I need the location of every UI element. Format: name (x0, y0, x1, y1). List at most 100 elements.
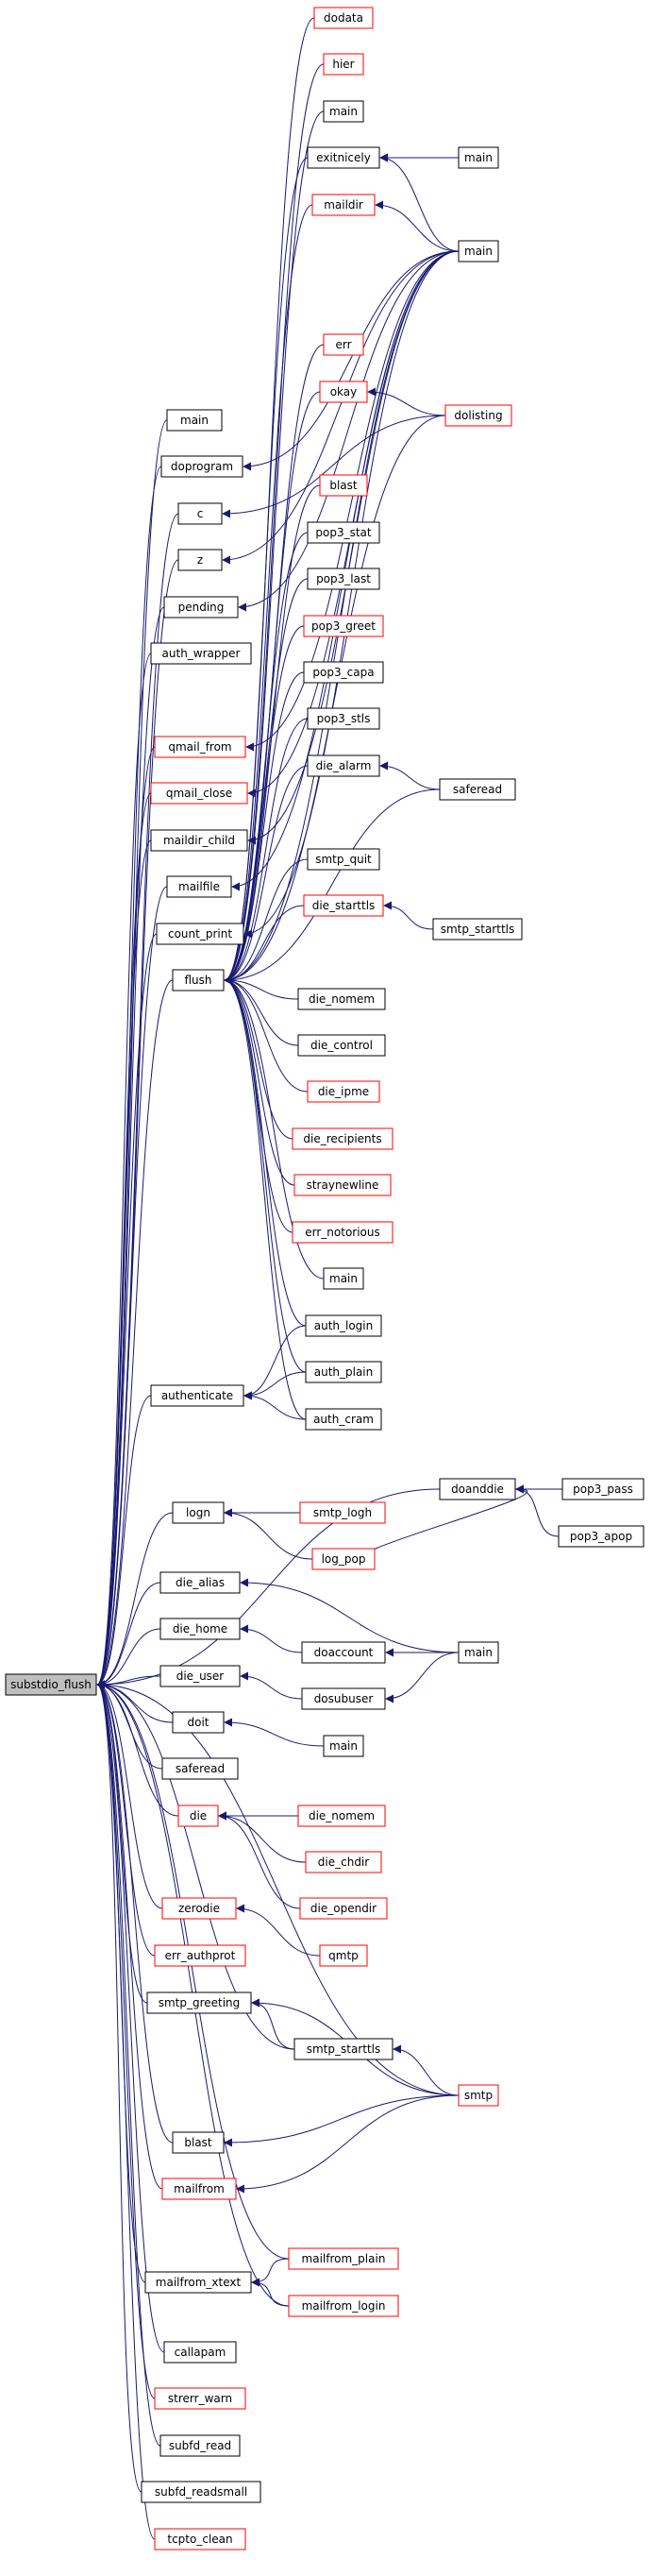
node-z[interactable]: z (177, 549, 223, 571)
node-main-e[interactable]: main (323, 1267, 364, 1290)
node-die-recipients[interactable]: die_recipients (292, 1127, 393, 1150)
node-zerodie[interactable]: zerodie (161, 1897, 237, 1920)
edge-smtp-to-root (96, 1680, 460, 2096)
node-tcpto-clean[interactable]: tcpto_clean (154, 2528, 246, 2551)
edge-die_user-to-root (96, 1675, 161, 1689)
node-authenticate[interactable]: authenticate (150, 1384, 244, 1407)
node-subfd-readsmall[interactable]: subfd_readsmall (141, 2481, 261, 2503)
node-pop3-capa[interactable]: pop3_capa (303, 661, 384, 684)
node-blast-a[interactable]: blast (319, 474, 368, 497)
edge-blast_b-to-root (96, 1680, 174, 2144)
node-callapam[interactable]: callapam (163, 2341, 237, 2364)
node-pop3-stls[interactable]: pop3_stls (307, 707, 380, 730)
node-doit[interactable]: doit (172, 1711, 225, 1734)
node-log-pop[interactable]: log_pop (311, 1548, 376, 1570)
node-pop3-apop[interactable]: pop3_apop (558, 1525, 645, 1548)
node-count-print[interactable]: count_print (156, 923, 244, 945)
node-mailfrom-login[interactable]: mailfrom_login (288, 2295, 399, 2317)
node-die[interactable]: die (177, 1805, 219, 1827)
node-dolisting[interactable]: dolisting (444, 404, 512, 427)
node-label: err_authprot (165, 1949, 236, 1962)
node-main-b[interactable]: main (458, 146, 499, 169)
node-blast-b[interactable]: blast (172, 2131, 225, 2154)
node-auth-plain[interactable]: auth_plain (305, 1361, 382, 1383)
node-box (305, 1314, 382, 1337)
node-mailfile[interactable]: mailfile (166, 875, 232, 898)
edge-main_c-to-qmail_from (245, 250, 460, 752)
node-main-d[interactable]: main (166, 409, 223, 432)
node-pending[interactable]: pending (163, 596, 239, 619)
edge-dolisting-to-okay (367, 387, 446, 416)
node-die-nomem-b[interactable]: die_nomem (297, 1805, 386, 1827)
node-die-nomem-a[interactable]: die_nomem (297, 988, 386, 1010)
node-label: tcpto_clean (167, 2533, 232, 2546)
node-label: die_ipme (318, 1085, 369, 1098)
node-main-c[interactable]: main (458, 240, 499, 263)
node-label: main (464, 245, 493, 258)
node-err-authprot[interactable]: err_authprot (154, 1944, 246, 1967)
node-mailfrom-plain[interactable]: mailfrom_plain (288, 2247, 399, 2270)
node-auth-wrapper[interactable]: auth_wrapper (150, 642, 252, 665)
node-dodata[interactable]: dodata (313, 7, 374, 29)
node-smtp-starttls-b[interactable]: smtp_starttls (293, 2038, 393, 2060)
node-die-ipme[interactable]: die_ipme (307, 1080, 380, 1103)
node-box (458, 2084, 499, 2107)
node-exitnicely[interactable]: exitnicely (307, 146, 380, 169)
node-mailfrom-xtext[interactable]: mailfrom_xtext (144, 2271, 252, 2294)
node-smtp-logh[interactable]: smtp_logh (299, 1501, 386, 1524)
node-pop3-greet[interactable]: pop3_greet (303, 615, 384, 637)
node-main-f[interactable]: main (458, 1641, 499, 1664)
node-mailfrom[interactable]: mailfrom (161, 2178, 237, 2200)
node-label: subfd_readsmall (155, 2485, 247, 2499)
node-box (292, 1127, 393, 1150)
node-c[interactable]: c (177, 502, 223, 525)
node-doaccount[interactable]: doaccount (301, 1641, 386, 1664)
node-pop3-stat[interactable]: pop3_stat (307, 521, 380, 544)
node-smtp-greeting[interactable]: smtp_greeting (146, 1991, 252, 2014)
node-saferead-b[interactable]: saferead (161, 1757, 239, 1780)
node-main-a[interactable]: main (323, 100, 364, 123)
node-die-chdir[interactable]: die_chdir (305, 1851, 382, 1873)
node-okay[interactable]: okay (319, 381, 368, 403)
edge-main_c-to-exitnicely (379, 153, 460, 252)
node-err-notorious[interactable]: err_notorious (292, 1221, 393, 1244)
node-pop3-pass[interactable]: pop3_pass (561, 1478, 645, 1500)
node-qmail-close[interactable]: qmail_close (150, 782, 248, 805)
node-box (144, 2271, 252, 2294)
node-die-alarm[interactable]: die_alarm (307, 754, 380, 777)
node-smtp-quit[interactable]: smtp_quit (307, 848, 380, 871)
node-die-opendir[interactable]: die_opendir (299, 1897, 388, 1920)
node-subfd-read[interactable]: subfd_read (159, 2434, 241, 2457)
node-die-user[interactable]: die_user (159, 1665, 241, 1687)
node-auth-cram[interactable]: auth_cram (305, 1408, 382, 1431)
node-logn[interactable]: logn (172, 1501, 225, 1524)
node-hier[interactable]: hier (323, 53, 364, 76)
edge-subfd_readsmall-to-root (96, 1680, 142, 2493)
node-die-control[interactable]: die_control (297, 1034, 386, 1057)
node-box (439, 778, 516, 801)
node-dosubuser[interactable]: dosubuser (301, 1687, 386, 1710)
node-main-g[interactable]: main (323, 1735, 364, 1757)
edge-die_opendir-to-die (218, 1811, 301, 1909)
node-flush[interactable]: flush (172, 969, 225, 991)
node-die-starttls[interactable]: die_starttls (303, 894, 384, 917)
node-strerr-warn[interactable]: strerr_warn (154, 2387, 246, 2410)
node-doprogram[interactable]: doprogram (160, 455, 243, 478)
node-smtp[interactable]: smtp (458, 2084, 499, 2107)
node-maildir[interactable]: maildir (311, 194, 376, 216)
node-die-home[interactable]: die_home (159, 1618, 241, 1640)
node-die-alias[interactable]: die_alias (159, 1571, 241, 1594)
node-box (150, 1384, 244, 1407)
node-pop3-last[interactable]: pop3_last (307, 568, 380, 590)
node-smtp-starttls-a[interactable]: smtp_starttls (432, 918, 523, 941)
edge-main_c-to-count_print (243, 250, 460, 939)
node-straynewline[interactable]: straynewline (293, 1174, 392, 1196)
node-box (305, 1408, 382, 1431)
node-saferead-a[interactable]: saferead (439, 778, 516, 801)
node-maildir-child[interactable]: maildir_child (150, 829, 248, 852)
node-auth-login[interactable]: auth_login (305, 1314, 382, 1337)
node-err[interactable]: err (323, 333, 364, 356)
node-qmtp[interactable]: qmtp (319, 1944, 368, 1967)
node-doanddie[interactable]: doanddie (439, 1478, 516, 1500)
node-qmail-from[interactable]: qmail_from (154, 736, 246, 758)
